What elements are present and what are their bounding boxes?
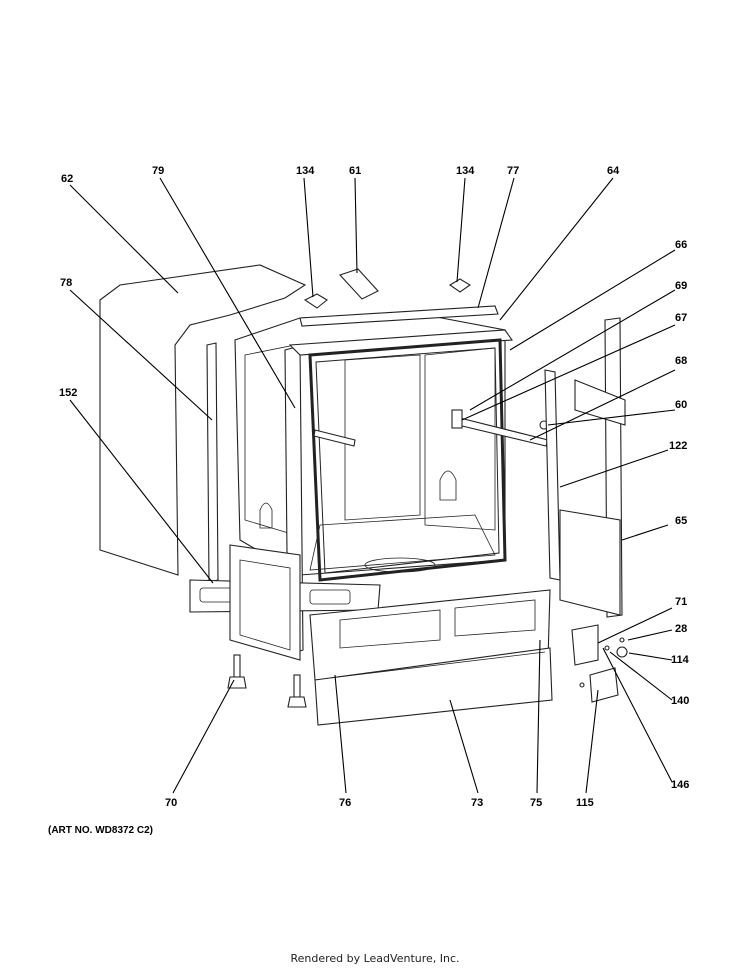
leveling-legs-part (227, 654, 307, 708)
callout-67: 67 (675, 312, 687, 324)
rack-rails-part (313, 409, 549, 447)
callout-62: 62 (61, 173, 73, 185)
callout-68: 68 (675, 355, 687, 367)
callout-71: 71 (675, 596, 687, 608)
callout-65: 65 (675, 515, 687, 527)
side-panel-part (559, 317, 626, 618)
callout-122: 122 (669, 440, 687, 452)
door-gasket-part (308, 338, 507, 582)
hardware-parts (303, 268, 628, 703)
callout-115: 115 (576, 797, 594, 809)
callout-75: 75 (530, 797, 542, 809)
top-strip-part (299, 305, 499, 327)
toe-kick-part (314, 647, 553, 726)
callout-134-right: 134 (456, 165, 475, 177)
callout-78: 78 (60, 277, 72, 289)
callout-69: 69 (675, 280, 687, 292)
insulation-blanket-part (99, 264, 307, 576)
callout-76: 76 (339, 797, 351, 809)
callout-152: 152 (59, 387, 77, 399)
callout-77: 77 (507, 165, 519, 177)
callout-64: 64 (607, 165, 620, 177)
footer-credit: Rendered by LeadVenture, Inc. (290, 952, 460, 965)
callout-60: 60 (675, 399, 687, 411)
callout-79: 79 (152, 165, 164, 177)
callout-28: 28 (675, 623, 687, 635)
callout-134-left: 134 (296, 165, 315, 177)
right-trim-part (544, 369, 561, 581)
callout-70: 70 (165, 797, 177, 809)
callout-146: 146 (671, 779, 689, 791)
side-trim-part (206, 342, 219, 583)
base-frame-part (229, 544, 301, 661)
callout-66: 66 (675, 239, 687, 251)
callout-140: 140 (671, 695, 689, 707)
leader-lines (69, 177, 676, 794)
callout-73: 73 (471, 797, 483, 809)
callout-114: 114 (671, 654, 690, 666)
callout-labels: 62 79 134 61 134 77 64 66 69 67 68 60 12… (59, 165, 690, 809)
callout-61: 61 (349, 165, 361, 177)
art-number: (ART NO. WD8372 C2) (48, 825, 154, 836)
